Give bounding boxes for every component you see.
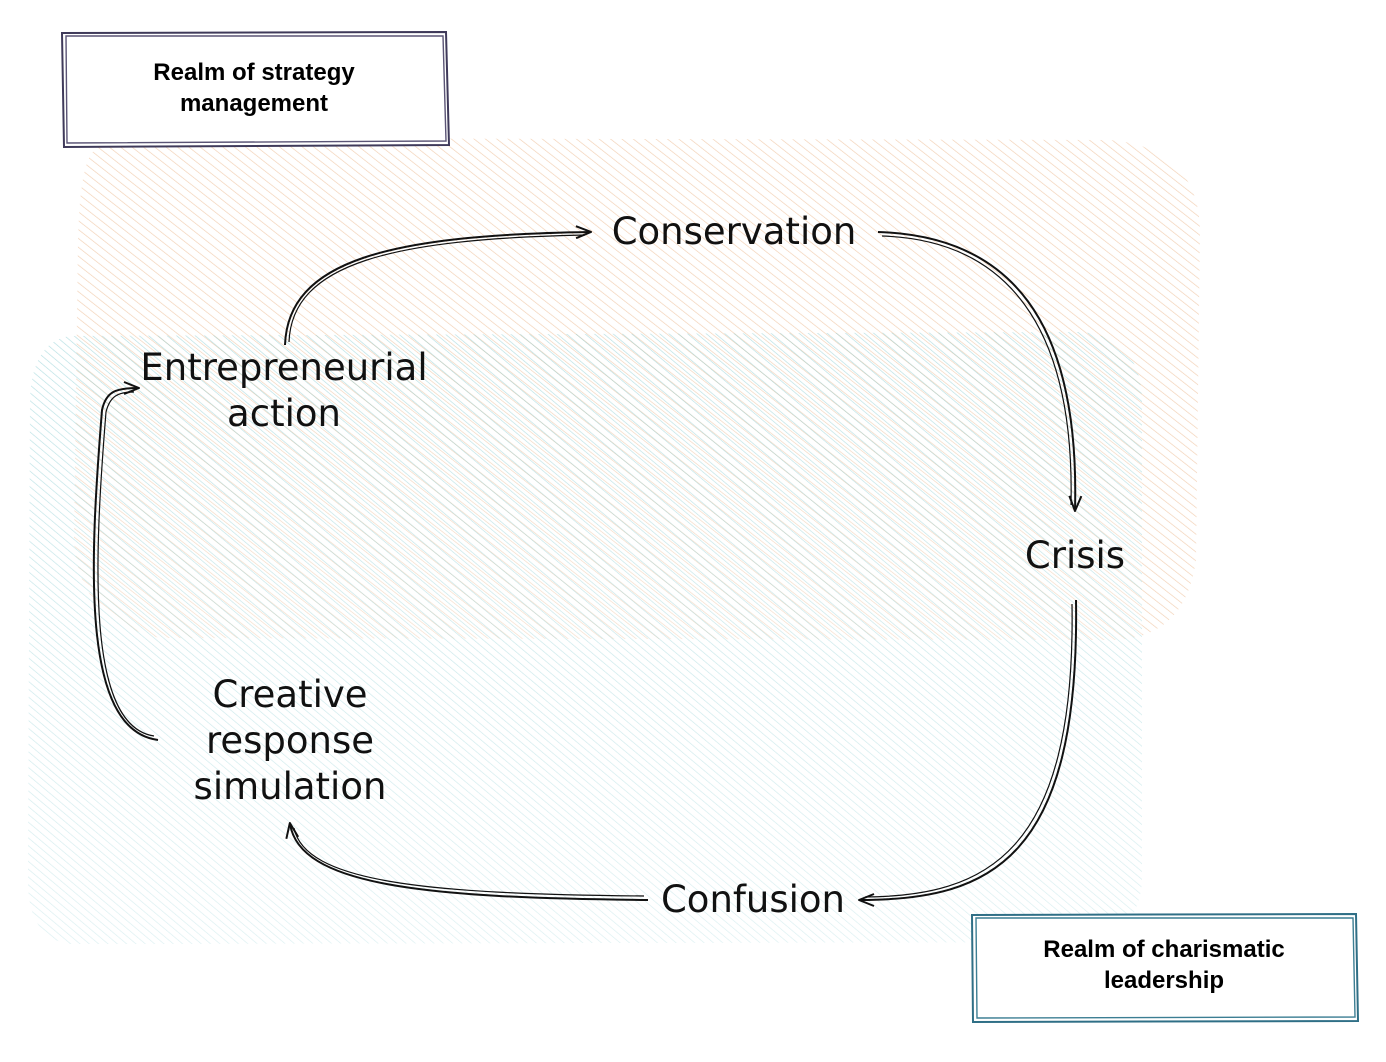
edge-confusion-to-creative (285, 822, 649, 901)
node-crisis: Crisis (1024, 534, 1126, 577)
charismatic-leadership-region (28, 332, 1142, 944)
edge-conservation-to-crisis (877, 231, 1083, 512)
edge-crisis-to-confusion (858, 599, 1078, 907)
strategy-legend-label: Realm of strategy management (153, 59, 355, 117)
node-entrepreneurial-line1: Entrepreneurial (140, 346, 428, 389)
strategy-legend-box (60, 30, 451, 149)
edge-creative-to-entrepreneurial (92, 381, 159, 741)
node-confusion: Confusion (660, 878, 846, 921)
node-creative-line3: simulation (193, 765, 387, 808)
node-creative-line1: Creative (212, 673, 368, 716)
node-entrepreneurial-line2: action (227, 392, 341, 435)
charismatic-legend-label: Realm of charismatic leadership (1043, 936, 1285, 994)
node-creative-response-simulation: Creative response simulation (170, 672, 410, 810)
node-creative-line2: response (205, 719, 375, 762)
edge-entrepreneurial-to-conservation (284, 225, 592, 346)
node-conservation: Conservation (611, 210, 857, 253)
charismatic-legend-box (970, 912, 1360, 1024)
node-entrepreneurial-action: Entrepreneurial action (138, 345, 430, 437)
